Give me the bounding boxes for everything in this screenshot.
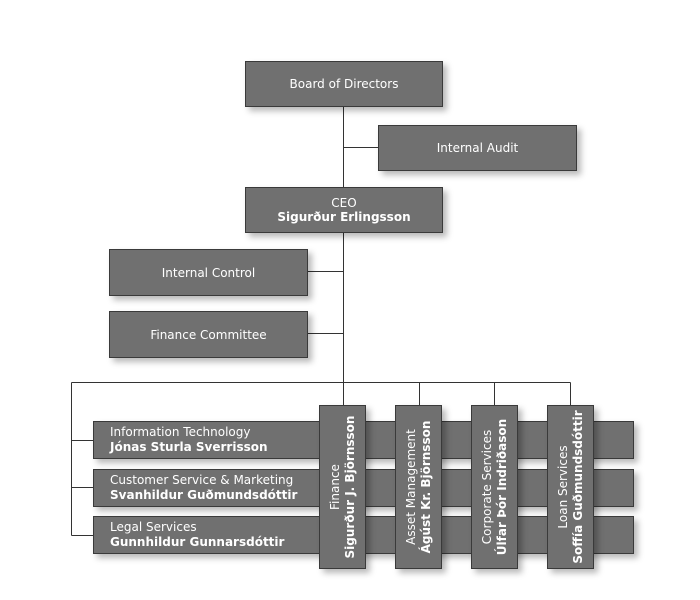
department-title: Legal Services <box>110 520 197 534</box>
department-title: Information Technology <box>110 425 251 439</box>
division-head: Ágúst Kr. Björnsson <box>418 420 433 554</box>
board-label: Board of Directors <box>289 77 399 91</box>
board-of-directors-box: Board of Directors <box>245 61 443 107</box>
department-title: Customer Service & Marketing <box>110 473 294 487</box>
internal-control-box: Internal Control <box>109 249 308 296</box>
division-box-corporate-services: Corporate Services Úlfar Þór Indriðason <box>471 405 518 569</box>
division-title: Loan Services <box>555 445 570 529</box>
ceo-title: CEO <box>331 196 357 210</box>
division-head: Sigurður J. Björnsson <box>342 415 357 559</box>
department-head: Jónas Sturla Sverrisson <box>110 440 268 454</box>
division-head: Soffía Guðmundsdóttir <box>570 410 585 564</box>
internal-audit-box: Internal Audit <box>378 125 577 171</box>
internal-audit-label: Internal Audit <box>436 141 519 155</box>
division-box-asset-management: Asset Management Ágúst Kr. Björnsson <box>395 405 442 569</box>
ceo-name: Sigurður Erlingsson <box>277 210 411 224</box>
division-box-finance: Finance Sigurður J. Björnsson <box>319 405 366 569</box>
division-head: Úlfar Þór Indriðason <box>494 418 509 556</box>
division-title: Finance <box>327 464 342 510</box>
ceo-box: CEO Sigurður Erlingsson <box>245 187 443 233</box>
department-head: Gunnhildur Gunnarsdóttir <box>110 535 285 549</box>
finance-committee-box: Finance Committee <box>109 311 308 358</box>
internal-control-label: Internal Control <box>161 265 256 280</box>
division-title: Asset Management <box>403 429 418 545</box>
department-head: Svanhildur Guðmundsdóttir <box>110 488 298 502</box>
finance-committee-label: Finance Committee <box>150 327 267 342</box>
division-box-loan-services: Loan Services Soffía Guðmundsdóttir <box>547 405 594 569</box>
division-title: Corporate Services <box>479 429 494 545</box>
